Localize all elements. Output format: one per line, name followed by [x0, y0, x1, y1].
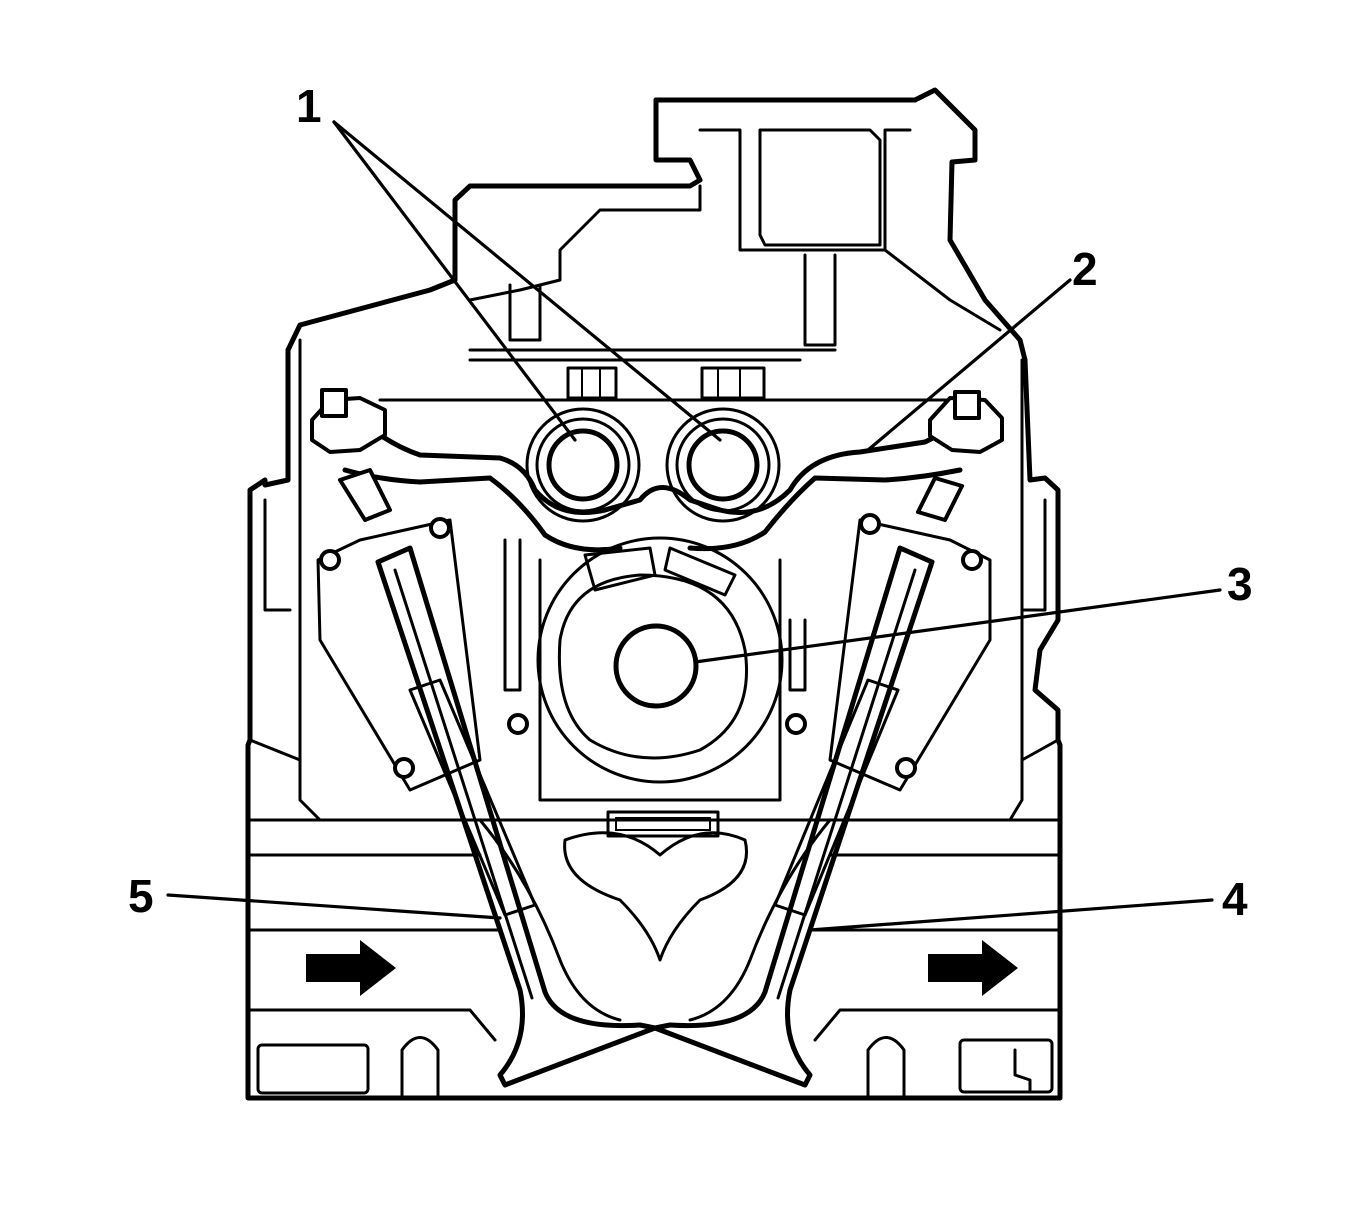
exhaust-flow-arrow: [928, 940, 1018, 996]
callout-2: 2: [1072, 243, 1098, 295]
upper-housing: [285, 87, 1028, 363]
leader-line-5: [166, 893, 502, 920]
leader-line-1b: [332, 120, 722, 442]
callout-5: 5: [128, 870, 154, 922]
callout-1: 1: [296, 80, 322, 132]
leader-line-3: [693, 588, 1222, 664]
callout-4: 4: [1222, 873, 1248, 925]
intake-valve: [375, 545, 658, 1088]
exhaust-valve: [652, 545, 935, 1088]
cylinder-head-body: [245, 338, 1063, 1101]
port-casting: [478, 818, 832, 1022]
intake-flow-arrow: [306, 940, 396, 996]
leader-line-2: [866, 278, 1072, 452]
callout-3: 3: [1227, 558, 1253, 610]
camshaft-bearings: [525, 407, 781, 523]
lifter-bores: [316, 513, 992, 792]
leader-line-1a: [332, 120, 577, 442]
leader-lines: [166, 120, 1222, 932]
camshaft-lobe: [536, 536, 784, 838]
rocker-arm-assembly: [310, 366, 1004, 553]
leader-line-4: [808, 898, 1214, 932]
